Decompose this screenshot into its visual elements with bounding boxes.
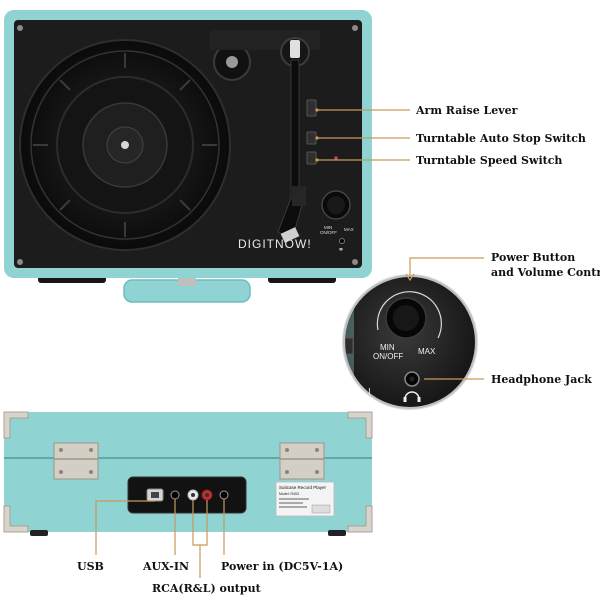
zoom-max-label: MAX [418, 347, 436, 356]
turntable-side-view: Suitcase Record Player Model: R403 [3, 411, 373, 536]
speed-switch[interactable] [306, 151, 317, 165]
screw [17, 259, 23, 265]
leader-dot [315, 108, 319, 112]
label-headphone-jack: Headphone Jack [491, 373, 592, 386]
port-panel [127, 476, 247, 514]
knob-min-label: MIN [324, 225, 332, 230]
headphone-icon-ear [403, 397, 407, 402]
rca-left-center [191, 493, 195, 497]
knob-max-label: MAX [344, 227, 354, 232]
zoom-min-label: MIN [380, 343, 395, 352]
callouts-top: Arm Raise Lever Turntable Auto Stop Swit… [315, 104, 586, 167]
tonearm[interactable] [277, 37, 310, 243]
corner-protector [3, 411, 29, 439]
headphone-icon [404, 391, 420, 400]
tonearm-headshell [280, 227, 300, 243]
leader-arrow [405, 273, 415, 282]
leader-line-power [409, 257, 484, 277]
label-speed-switch: Turntable Speed Switch [416, 154, 562, 167]
platter[interactable] [19, 39, 231, 251]
label-title: Suitcase Record Player [279, 485, 327, 490]
zoom-headphone-jack[interactable] [404, 371, 420, 387]
headphone-icon-ear [417, 397, 421, 402]
arm-rest [292, 186, 306, 206]
callouts-bottom: USB AUX-IN RCA(R&L) output Power in (DC5… [77, 499, 343, 595]
corner-protector [347, 505, 373, 533]
brand-logo: DIGITNOW! [238, 237, 312, 251]
auto-stop-switch[interactable] [306, 131, 317, 145]
corner-protector [3, 505, 29, 533]
hinge-left [53, 442, 99, 480]
zoom-volume-knob[interactable] [376, 291, 442, 339]
screw [17, 25, 23, 31]
hinge-right [279, 442, 325, 480]
zoom-side-letter: I [368, 387, 371, 398]
arm-raise-lever[interactable] [306, 99, 317, 117]
screw [352, 259, 358, 265]
foot [30, 530, 48, 536]
label-power-in: Power in (DC5V-1A) [221, 560, 343, 573]
screw [352, 25, 358, 31]
headphone-jack-small[interactable] [339, 238, 345, 244]
usb-port-inner [151, 492, 159, 498]
dc-power-port[interactable] [219, 490, 229, 500]
corner-protector [347, 411, 373, 439]
power-led [334, 156, 338, 160]
leader-dot [315, 158, 319, 162]
aux-in-port[interactable] [170, 490, 180, 500]
label-rca-output: RCA(R&L) output [152, 582, 262, 595]
label-auto-stop-switch: Turntable Auto Stop Switch [416, 132, 586, 145]
leader-dot [315, 136, 319, 140]
label-power-button-1: Power Button [491, 251, 575, 264]
knob-onoff-label: ON/OFF [320, 230, 337, 235]
callouts-zoom: Power Button and Volume Control Headphon… [405, 251, 600, 386]
label-aux-in: AUX-IN [142, 560, 189, 573]
headphone-icon: ⚭ [338, 247, 344, 254]
zoom-detail: MIN ON/OFF MAX I [342, 274, 478, 410]
product-label: Suitcase Record Player Model: R403 [275, 481, 335, 517]
foot [328, 530, 346, 536]
rca-right-center [205, 493, 209, 497]
spindle [121, 141, 129, 149]
turntable-top-view: MIN ON/OFF MAX ⚭ DIGITNOW! [4, 10, 372, 303]
label-usb: USB [77, 560, 104, 573]
leader-line-usb [95, 500, 155, 555]
label-arm-raise-lever: Arm Raise Lever [415, 104, 518, 117]
handle-latch [178, 278, 196, 286]
label-model: Model: R403 [279, 492, 299, 496]
label-power-button-2: and Volume Control [491, 266, 600, 279]
volume-knob[interactable] [321, 190, 351, 220]
zoom-onoff-label: ON/OFF [373, 352, 403, 361]
